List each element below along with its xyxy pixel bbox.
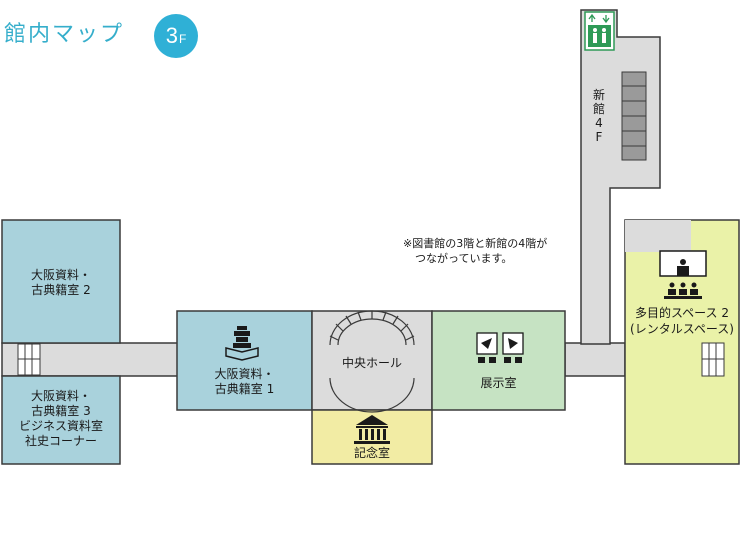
east-stairs bbox=[701, 342, 725, 377]
presentation-icon bbox=[659, 250, 707, 299]
books-icon bbox=[225, 326, 259, 361]
label-line: 大阪資料・ bbox=[30, 389, 91, 403]
label-line: 多目的スペース 2 bbox=[634, 306, 729, 320]
exhibition-icon bbox=[476, 332, 524, 363]
new-building-stairs bbox=[621, 71, 647, 161]
central-hall-spiral-stairs bbox=[329, 310, 415, 413]
corridor-east bbox=[564, 342, 626, 377]
label-char: F bbox=[595, 130, 603, 144]
elevator-icon bbox=[584, 11, 615, 51]
label-line: 古典籍室 1 bbox=[214, 382, 275, 396]
floor-number: 3 bbox=[165, 23, 178, 48]
label-central-hall: 中央ホール bbox=[341, 356, 402, 370]
label-char: 新 bbox=[592, 88, 605, 102]
label-line: (レンタルスペース) bbox=[630, 322, 734, 336]
west-stairs bbox=[17, 343, 41, 376]
memorial-building-icon bbox=[354, 415, 390, 444]
label-line: 古典籍室 3 bbox=[31, 404, 91, 418]
label-line: ビジネス資料室 bbox=[18, 419, 103, 433]
label-line: 古典籍室 2 bbox=[31, 283, 91, 297]
room-osaka-kotenseki-2 bbox=[1, 219, 121, 344]
label-multipurpose-space: 多目的スペース 2 (レンタルスペース) bbox=[625, 305, 739, 337]
label-new-building-4f: 新 館 4 F bbox=[591, 88, 607, 144]
label-char: 館 bbox=[592, 102, 605, 116]
label-line: 大阪資料・ bbox=[214, 367, 275, 381]
floor-unit: F bbox=[178, 32, 187, 46]
label-osaka-kotenseki-1: 大阪資料・ 古典籍室 1 bbox=[177, 367, 312, 397]
label-char: 4 bbox=[595, 116, 603, 130]
label-line: 大阪資料・ bbox=[30, 268, 91, 282]
label-exhibition-room: 展示室 bbox=[480, 376, 517, 390]
east-storage bbox=[625, 220, 691, 252]
floor-badge: 3 F bbox=[154, 14, 198, 58]
room-osaka-kotenseki-3 bbox=[1, 375, 121, 465]
connection-note: ※図書館の3階と新館の4階が つながっています。 bbox=[403, 236, 547, 266]
note-line-1: ※図書館の3階と新館の4階が bbox=[403, 237, 548, 250]
label-line: 社史コーナー bbox=[24, 434, 97, 448]
label-memorial-room: 記念室 bbox=[353, 446, 390, 460]
room-exhibition bbox=[431, 310, 566, 411]
map-title: 館内マップ bbox=[4, 22, 125, 47]
label-osaka-kotenseki-3: 大阪資料・ 古典籍室 3 ビジネス資料室 社史コーナー bbox=[2, 389, 120, 449]
label-osaka-kotenseki-2: 大阪資料・ 古典籍室 2 bbox=[2, 268, 120, 298]
note-line-2: つながっています。 bbox=[415, 252, 513, 265]
